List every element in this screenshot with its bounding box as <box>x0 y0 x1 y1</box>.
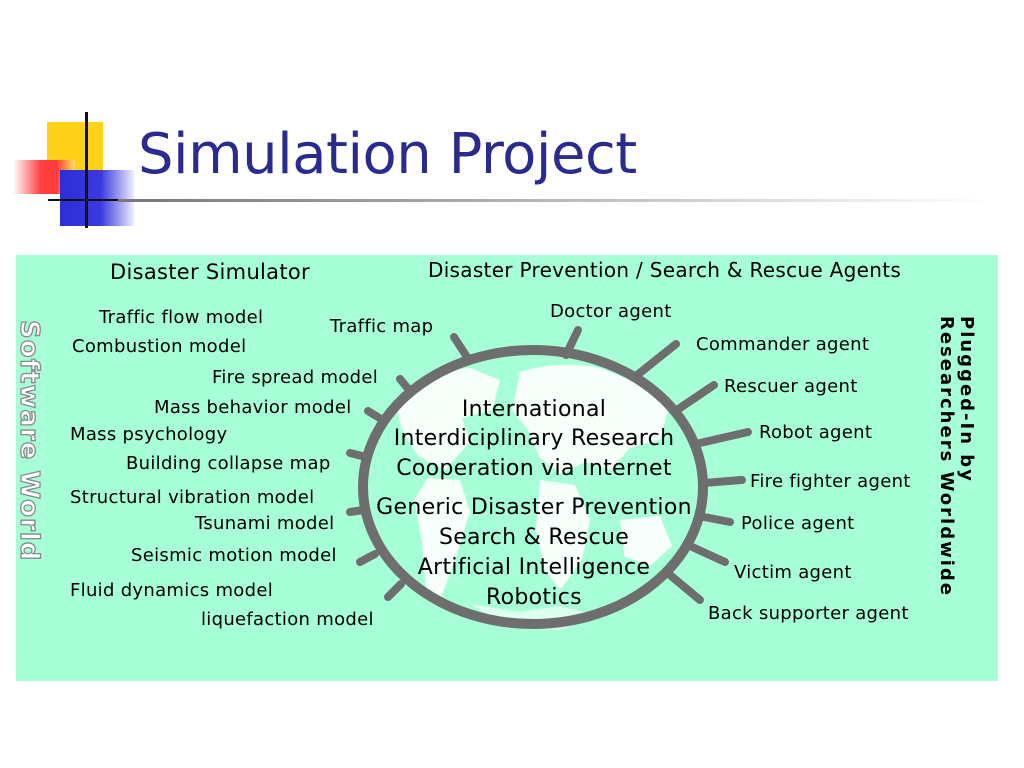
center-line: Search & Rescue <box>438 525 630 550</box>
agent-label: Back supporter agent <box>708 603 909 624</box>
agent-label: Doctor agent <box>550 301 672 322</box>
slide-title: Simulation Project <box>138 122 637 187</box>
model-label: Fire spread model <box>212 367 379 388</box>
agent-label: Rescuer agent <box>724 376 858 397</box>
center-line: Generic Disaster Prevention <box>376 495 692 520</box>
model-label: Mass psychology <box>70 424 228 445</box>
model-label: Combustion model <box>72 336 247 357</box>
agents-heading: Disaster Prevention / Search & Rescue Ag… <box>428 258 902 282</box>
agent-label: Robot agent <box>759 422 873 443</box>
model-label: Tsunami model <box>195 513 335 534</box>
center-line: International <box>461 397 607 422</box>
decor-vertical-line <box>85 112 88 228</box>
decor-horizontal-line <box>48 199 138 201</box>
model-label: Traffic map <box>330 316 434 337</box>
model-label: liquefaction model <box>201 609 374 630</box>
center-line: Interdiciplinary Research <box>393 426 675 451</box>
agent-label: Victim agent <box>734 562 852 583</box>
center-line: Artificial Intelligence <box>417 555 651 580</box>
model-label: Traffic flow model <box>99 307 264 328</box>
model-label: Seismic motion model <box>131 545 337 566</box>
plugged-in-line-1: Plugged-In by <box>956 316 977 483</box>
title-underline <box>118 199 998 202</box>
model-label: Fluid dynamics model <box>70 580 274 601</box>
plugged-in-label: Plugged-In by Researchers Worldwide <box>936 316 977 597</box>
decor-blue-square <box>60 170 134 226</box>
model-label: Building collapse map <box>126 453 331 474</box>
center-line: Robotics <box>486 585 582 610</box>
agent-label: Commander agent <box>696 334 870 355</box>
agent-label: Police agent <box>741 513 855 534</box>
plugged-in-line-2: Researchers Worldwide <box>936 316 957 597</box>
software-world-label: Software World <box>13 319 44 562</box>
center-line: Cooperation via Internet <box>396 456 672 481</box>
agent-label: Fire fighter agent <box>750 471 911 492</box>
simulator-heading: Disaster Simulator <box>110 260 310 284</box>
model-label: Mass behavior model <box>154 397 352 418</box>
model-label: Structural vibration model <box>70 487 315 508</box>
